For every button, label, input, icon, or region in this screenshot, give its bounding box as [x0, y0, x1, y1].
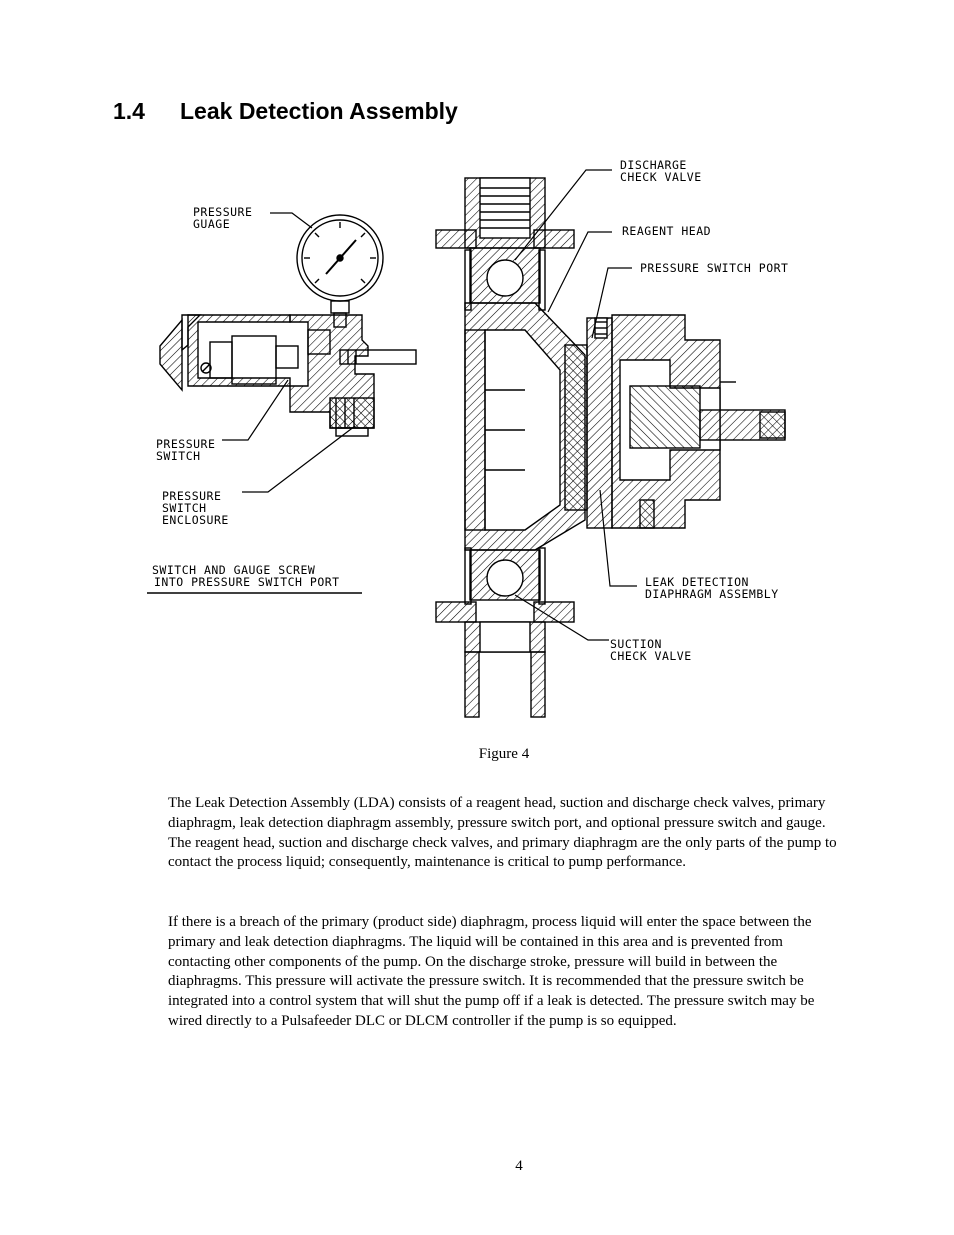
section-number: 1.4: [113, 98, 145, 124]
pressure-switch-enclosure-drawing: [159, 314, 417, 437]
label-pressure-switch-2: SWITCH: [156, 449, 201, 463]
label-discharge-check-valve-2: CHECK VALVE: [620, 170, 702, 184]
label-pressure-gauge-1: PRESSURE: [193, 205, 252, 219]
label-pressure-switch-port: PRESSURE SWITCH PORT: [640, 261, 788, 275]
label-reagent-head: REAGENT HEAD: [622, 224, 711, 238]
paragraph-2: If there is a breach of the primary (pro…: [168, 914, 815, 1029]
label-note-1: SWITCH AND GAUGE SCREW: [152, 563, 315, 577]
label-pressure-switch-1: PRESSURE: [156, 437, 215, 451]
pump-body-drawing: [435, 177, 786, 718]
label-enclosure-3: ENCLOSURE: [162, 513, 229, 527]
label-leak-detection-1: LEAK DETECTION: [645, 575, 749, 589]
label-leak-detection-2: DIAPHRAGM ASSEMBLY: [645, 587, 779, 601]
figure-4-drawing: DISCHARGE CHECK VALVE REAGENT HEAD PRESS…: [140, 150, 820, 730]
leader-lines: [147, 169, 637, 641]
pressure-gauge-drawing: [296, 214, 384, 328]
label-enclosure-2: SWITCH: [162, 501, 207, 515]
paragraph-1: The Leak Detection Assembly (LDA) consis…: [168, 795, 837, 871]
page-number: 4: [515, 1158, 523, 1174]
label-pressure-gauge-2: GUAGE: [193, 217, 230, 231]
section-title: Leak Detection Assembly: [180, 98, 458, 124]
label-note-2: INTO PRESSURE SWITCH PORT: [154, 575, 340, 589]
label-suction-check-valve-1: SUCTION: [610, 637, 662, 651]
label-discharge-check-valve-1: DISCHARGE: [620, 158, 687, 172]
section-heading: 1.4 Leak Detection Assembly: [113, 98, 458, 125]
label-suction-check-valve-2: CHECK VALVE: [610, 649, 692, 663]
label-enclosure-1: PRESSURE: [162, 489, 221, 503]
figure-caption: Figure 4: [478, 746, 530, 762]
